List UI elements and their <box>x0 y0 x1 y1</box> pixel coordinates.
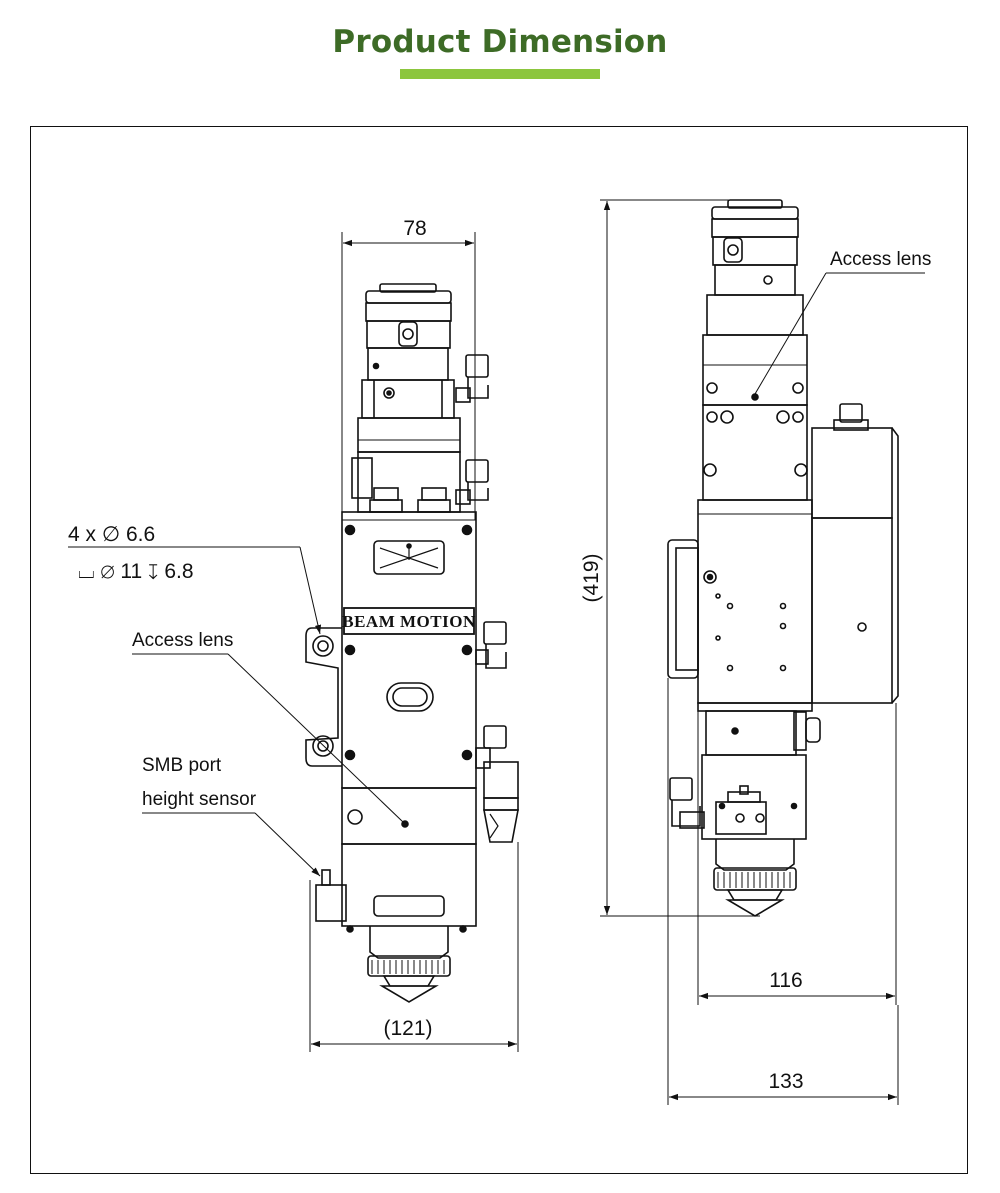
side-nozzle <box>713 839 797 917</box>
air-fitting-top <box>455 354 489 505</box>
side-sensor-module <box>811 403 899 704</box>
brand-label: BEAM MOTION <box>342 612 476 631</box>
width-dim-133: 133 <box>768 1070 803 1093</box>
focus-cap <box>365 283 452 381</box>
hole-spec-line2: ⌴ ∅ 11 ↧ 6.8 <box>78 560 194 583</box>
hole-spec-callout: 4 x ∅ 6.6 ⌴ ∅ 11 ↧ 6.8 <box>68 523 322 635</box>
side-view: (419) <box>580 199 931 1105</box>
lower-body <box>315 787 477 933</box>
smb-port-callout: SMB port height sensor <box>142 755 321 877</box>
upper-body <box>351 379 461 513</box>
hole-spec-line1: 4 x ∅ 6.6 <box>68 523 155 546</box>
dimension-133: 133 <box>667 678 899 1105</box>
drawing-frame <box>30 126 968 1174</box>
front-view: 78 <box>68 217 519 1052</box>
header: Product Dimension <box>0 0 1000 110</box>
side-focus-cap <box>711 199 799 296</box>
height-dim-419: (419) <box>580 553 603 602</box>
air-fitting-side <box>475 621 519 843</box>
title-underline <box>400 69 600 79</box>
access-lens-label-front: Access lens <box>132 630 233 651</box>
overall-width-dim-121: (121) <box>383 1017 432 1040</box>
dimension-116: 116 <box>697 703 897 1005</box>
side-main-body <box>667 499 813 712</box>
nozzle <box>367 926 451 1003</box>
dimension-78: 78 <box>341 217 476 520</box>
mounting-bracket <box>305 627 342 767</box>
access-lens-label-side: Access lens <box>830 249 931 270</box>
dimension-121: (121) <box>309 842 519 1052</box>
side-lower-body <box>669 710 821 840</box>
page-title: Product Dimension <box>332 24 668 60</box>
top-connectors <box>369 487 451 513</box>
access-lens-callout-side: Access lens <box>754 249 931 395</box>
smb-port-label-line2: height sensor <box>142 789 257 810</box>
smb-port-label-line1: SMB port <box>142 755 222 776</box>
side-upper-body <box>702 294 808 501</box>
access-lens-callout-front: Access lens <box>132 630 404 823</box>
width-dim-78: 78 <box>403 217 426 240</box>
main-body: BEAM MOTION <box>341 511 477 789</box>
width-dim-116: 116 <box>769 969 802 992</box>
dimension-419: (419) <box>580 199 760 917</box>
